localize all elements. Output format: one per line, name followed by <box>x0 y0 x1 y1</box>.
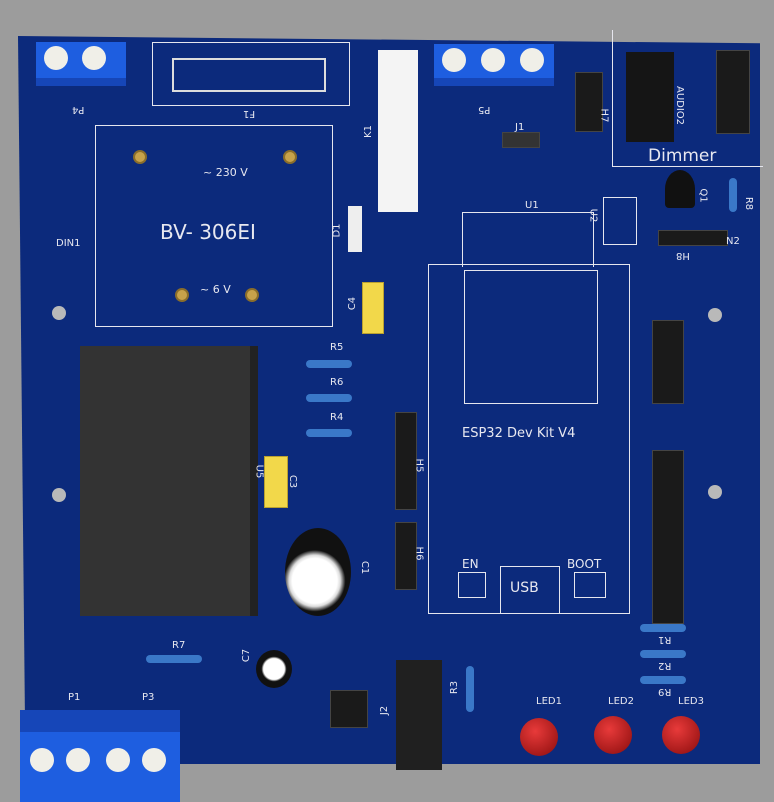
pad <box>283 150 297 164</box>
capacitor-c3 <box>264 456 288 508</box>
terminal-p1-p3 <box>20 710 180 802</box>
label-r4: R4 <box>330 412 344 423</box>
resistor-r9 <box>640 676 686 684</box>
led2 <box>594 716 632 754</box>
mounting-hole <box>708 308 722 322</box>
relay-k1 <box>378 50 418 212</box>
pad <box>133 150 147 164</box>
label-dimmer: Dimmer <box>648 146 717 166</box>
label-h7: H7 <box>598 108 610 123</box>
resistor-r7 <box>146 655 202 663</box>
label-p5: P5 <box>478 104 491 115</box>
label-en: EN <box>462 557 479 571</box>
header-h5 <box>395 412 417 510</box>
label-r7: R7 <box>172 640 186 651</box>
label-h5: H5 <box>413 458 425 473</box>
label-r3: R3 <box>449 680 461 695</box>
header-h8 <box>658 230 728 246</box>
label-p3: P3 <box>142 692 155 703</box>
label-n2: N2 <box>726 236 740 247</box>
label-c4: C4 <box>347 296 359 311</box>
label-r9: R9 <box>658 686 672 697</box>
label-r5: R5 <box>330 342 344 353</box>
label-led2: LED2 <box>608 696 634 707</box>
header-right-4pin <box>652 320 684 404</box>
label-r6: R6 <box>330 377 344 388</box>
jumper-2pin <box>330 690 368 728</box>
label-k1: K1 <box>362 125 374 138</box>
optocoupler-u2 <box>603 197 637 245</box>
transformer <box>95 125 333 327</box>
label-u5: U5 <box>253 464 265 479</box>
mounting-hole <box>52 488 66 502</box>
resistor-r6 <box>306 394 352 402</box>
audio-jack-j2 <box>396 660 442 770</box>
label-q1: Q1 <box>697 188 709 203</box>
label-r8: R8 <box>743 196 755 211</box>
usb-port <box>500 566 560 614</box>
esp32-chip <box>464 270 598 404</box>
label-p4: P4 <box>72 104 85 115</box>
header-right-long <box>652 450 684 624</box>
label-din1: DIN1 <box>56 238 81 249</box>
transformer-primary: ~ 230 V <box>203 166 248 179</box>
led3 <box>662 716 700 754</box>
dimmer-outline <box>612 30 763 167</box>
esp32-antenna-area <box>462 212 594 267</box>
fuse-f1 <box>152 42 350 106</box>
label-led1: LED1 <box>536 696 562 707</box>
capacitor-c4 <box>362 282 384 334</box>
label-j1: J1 <box>515 122 525 133</box>
header-h7 <box>575 72 603 132</box>
jumper-j1 <box>502 132 540 148</box>
terminal-p4 <box>36 42 126 86</box>
esp32-title: ESP32 Dev Kit V4 <box>462 426 576 441</box>
label-c7: C7 <box>241 648 253 663</box>
label-usb: USB <box>510 580 539 596</box>
resistor-r2 <box>640 650 686 658</box>
label-d1: D1 <box>331 223 343 238</box>
label-j2: J2 <box>379 705 391 716</box>
transformer-secondary: ~ 6 V <box>200 283 231 296</box>
terminal-p5 <box>434 44 554 86</box>
label-r2: R2 <box>658 660 672 671</box>
label-u1: U1 <box>525 200 539 211</box>
label-c3: C3 <box>287 474 299 489</box>
pad <box>175 288 189 302</box>
transformer-name: BV- 306EI <box>160 220 256 244</box>
audio-jack-audio2 <box>626 52 674 142</box>
label-r1: R1 <box>658 634 672 645</box>
header-h6 <box>395 522 417 590</box>
pad <box>245 288 259 302</box>
power-module-u5 <box>80 346 258 616</box>
en-button[interactable] <box>458 572 486 598</box>
label-h6: H6 <box>413 546 425 561</box>
capacitor-c1 <box>285 528 351 616</box>
header-dimmer <box>716 50 750 134</box>
label-led3: LED3 <box>678 696 704 707</box>
resistor-r4 <box>306 429 352 437</box>
boot-button[interactable] <box>574 572 606 598</box>
label-h8: H8 <box>676 250 690 261</box>
label-f1: F1 <box>243 108 256 119</box>
transistor-q1 <box>665 170 695 208</box>
fuse-body <box>172 58 326 92</box>
resistor-r3 <box>466 666 474 712</box>
mounting-hole <box>52 306 66 320</box>
capacitor-c7 <box>256 650 292 688</box>
diode-d1 <box>348 206 362 252</box>
resistor-r8 <box>729 178 737 212</box>
led1 <box>520 718 558 756</box>
label-p1: P1 <box>68 692 81 703</box>
mounting-hole <box>708 485 722 499</box>
label-audio2: AUDIO2 <box>674 85 686 126</box>
resistor-r5 <box>306 360 352 368</box>
label-boot: BOOT <box>567 557 602 571</box>
label-c1: C1 <box>359 560 371 575</box>
resistor-r1 <box>640 624 686 632</box>
